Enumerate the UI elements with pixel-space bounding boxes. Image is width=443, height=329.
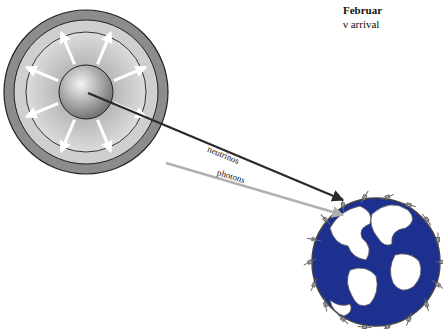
neutrino-arrow: [88, 93, 343, 200]
expansion-arrow: [97, 120, 110, 151]
satellite: [380, 193, 394, 201]
expansion-arrow: [62, 120, 75, 151]
satellite: [303, 257, 317, 266]
subheading-text: ν arrival: [343, 19, 379, 30]
satellite: [337, 313, 349, 325]
heading-text: Februar: [343, 5, 382, 16]
satellite: [310, 278, 319, 292]
satellite: [402, 202, 416, 209]
earth: [303, 190, 443, 329]
satellite: [423, 297, 430, 311]
satellite: [360, 190, 370, 204]
satellite: [357, 325, 371, 329]
satellite: [307, 237, 321, 242]
satellite: [381, 322, 394, 329]
arrow-label: neutrinos: [206, 145, 240, 166]
supernova: [4, 10, 168, 174]
satellite: [323, 297, 329, 311]
expansion-arrow: [62, 33, 75, 64]
satellite: [421, 213, 432, 226]
satellite: [436, 232, 439, 246]
photon-arrow: [166, 163, 343, 215]
satellite: [405, 312, 413, 326]
satellite: [435, 261, 443, 264]
expansion-arrow: [97, 33, 110, 64]
satellite: [320, 213, 332, 225]
satellite: [432, 279, 443, 290]
expansion-arrow: [114, 68, 145, 81]
expansion-arrow: [27, 103, 58, 116]
expansion-arrow: [27, 68, 58, 81]
